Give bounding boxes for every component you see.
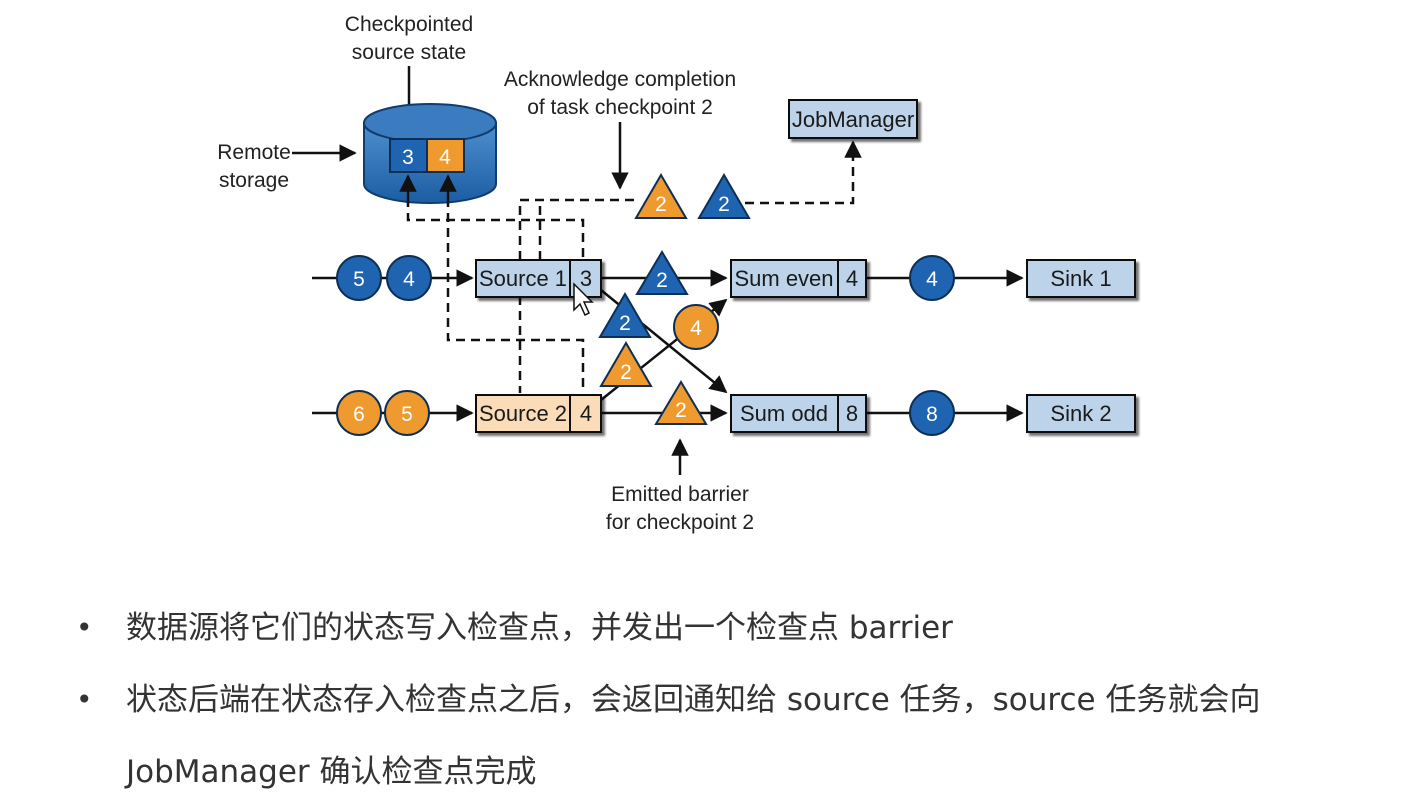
storage-cell-source1	[389, 138, 428, 173]
remote-label-line1: Remote	[217, 141, 291, 164]
emitted-label-line1: Emitted barrier	[611, 483, 749, 506]
barrier-source2-bottom-label: 2	[675, 399, 687, 422]
checkpoint-diagram: Checkpointed source state Acknowledge co…	[217, 13, 1136, 534]
dashed-checkpoint-lines	[406, 140, 862, 393]
source2-box	[475, 394, 602, 433]
jobmanager-label: JobManager	[792, 107, 914, 132]
barrier-source1-diag	[598, 292, 652, 338]
record-src2-5: 5	[401, 403, 413, 426]
source1-state: 3	[580, 266, 592, 291]
record-src1-4: 4	[403, 268, 415, 291]
sum-even-label: Sum even	[734, 266, 833, 291]
barrier-source2-diag-label: 2	[620, 361, 632, 384]
bullet-list: • 数据源将它们的状态写入检查点，并发出一个检查点 barrier • 状态后端…	[70, 592, 1390, 808]
barrier-source2-diag	[599, 341, 653, 387]
sink2-box	[1026, 394, 1136, 433]
sum-odd-label: Sum odd	[740, 401, 828, 426]
bullet-text-1: 数据源将它们的状态写入检查点，并发出一个检查点 barrier	[126, 610, 953, 646]
sum-even-state: 4	[846, 266, 858, 291]
record-circle-src1-4	[386, 255, 432, 301]
mouse-cursor-icon	[573, 282, 594, 317]
record-circle-even-out	[909, 255, 955, 301]
barrier-ack-orange	[634, 173, 688, 219]
source1-box	[475, 259, 602, 298]
bullet-dot-icon: •	[76, 611, 93, 644]
record-circle-src2-6	[336, 390, 382, 436]
source2-state: 4	[580, 401, 592, 426]
storage-cell-source2-value: 4	[439, 146, 451, 169]
record-circle-odd-out	[909, 390, 955, 436]
barrier-ack-blue	[697, 173, 751, 219]
storage-cell-source2	[426, 138, 465, 173]
acknowledge-label-line1: Acknowledge completion	[504, 68, 736, 91]
record-circle-cross	[673, 304, 719, 350]
jobmanager-box	[788, 99, 918, 139]
sum-odd-box	[730, 394, 867, 433]
bullet-text-2: 状态后端在状态存入检查点之后，会返回通知给 source 任务，source 任…	[126, 682, 1261, 790]
barrier-source1-top	[635, 250, 689, 295]
sum-even-box	[730, 259, 867, 298]
barrier-ack-orange-label: 2	[655, 193, 667, 216]
sum-odd-state: 8	[846, 401, 858, 426]
checkpointed-label-line2: source state	[352, 41, 466, 64]
sink1-label: Sink 1	[1050, 266, 1111, 291]
record-cross: 4	[690, 317, 702, 340]
record-src1-5: 5	[353, 268, 365, 291]
source2-label: Source 2	[479, 401, 567, 426]
acknowledge-label-line2: of task checkpoint 2	[527, 96, 713, 119]
sink1-box	[1026, 259, 1136, 298]
record-circle-src1-5	[336, 255, 382, 301]
record-circle-src2-5	[384, 390, 430, 436]
remote-storage-cylinder: 3 4	[363, 103, 497, 204]
record-src2-6: 6	[353, 403, 365, 426]
barrier-source2-bottom	[654, 380, 708, 425]
barrier-ack-blue-label: 2	[718, 193, 730, 216]
barrier-source1-top-label: 2	[656, 269, 668, 292]
remote-label-line2: storage	[219, 169, 289, 192]
source1-label: Source 1	[479, 266, 567, 291]
bullet-dot-icon: •	[76, 683, 93, 716]
barrier-source1-diag-label: 2	[619, 312, 631, 335]
sink2-label: Sink 2	[1050, 401, 1111, 426]
bullet-item-1: • 数据源将它们的状态写入检查点，并发出一个检查点 barrier	[70, 592, 1390, 664]
emitted-label-line2: for checkpoint 2	[606, 511, 754, 534]
storage-cell-source1-value: 3	[402, 146, 414, 169]
checkpointed-label-line1: Checkpointed	[345, 13, 473, 36]
record-even-out: 4	[926, 268, 938, 291]
record-odd-out: 8	[926, 403, 938, 426]
bullet-item-2: • 状态后端在状态存入检查点之后，会返回通知给 source 任务，source…	[70, 664, 1390, 808]
